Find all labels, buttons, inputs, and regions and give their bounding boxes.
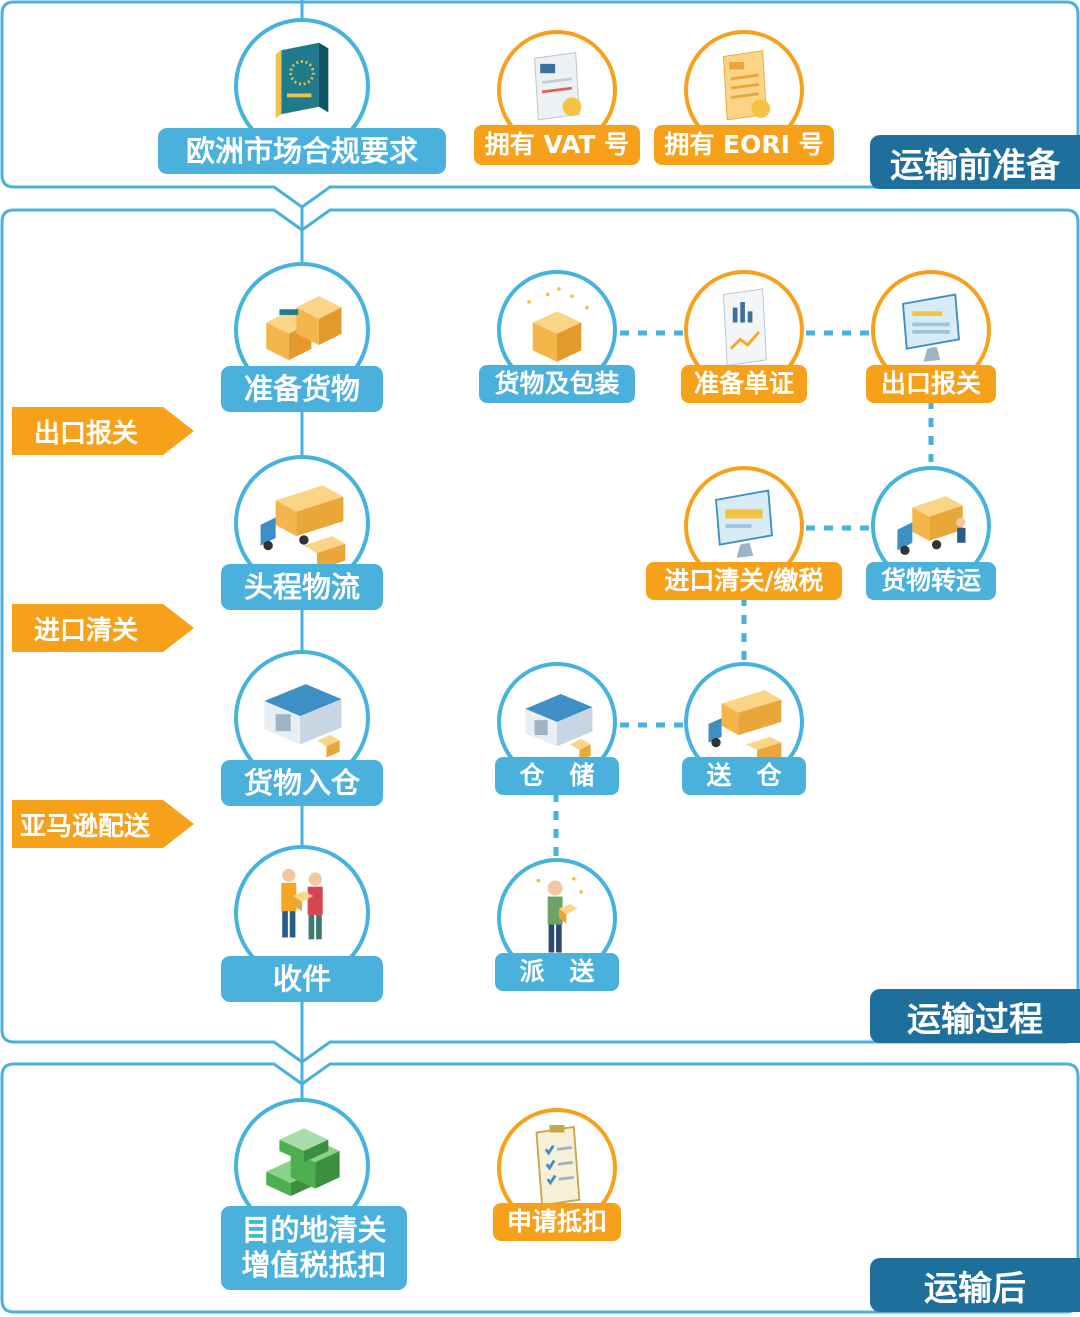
step-first-leg: 头程物流 [221,564,383,610]
arrow-amazon-delivery: 亚马逊配送 [12,800,194,848]
step-eu-compliance: 欧洲市场合规要求 [158,128,446,174]
money-stack-icon [266,1128,340,1197]
req-vat-number: 拥有 VAT 号 [474,125,640,165]
flow-export-customs: 出口报关 [866,365,996,403]
monitor-icon [901,293,961,362]
truck-loading-icon [897,496,966,555]
flow-goods-packaging: 货物及包装 [479,365,635,403]
panel-before-title: 运输前准备 [870,135,1080,189]
flow-import-tax: 进口清关/缴税 [646,562,842,600]
eu-book-icon [275,42,329,119]
panel-after-title: 运输后 [870,1258,1080,1312]
step-destination-line2: 增值税抵扣 [241,1248,387,1282]
vat-document-icon [534,52,582,121]
step-destination-vat: 目的地清关 增值税抵扣 [221,1206,407,1290]
flow-goods-transfer: 货物转运 [866,562,996,600]
courier-icon [536,876,584,953]
flow-prepare-docs: 准备单证 [681,365,807,403]
after-apply-deduction: 申请抵扣 [493,1203,621,1241]
step-destination-line1: 目的地清关 [241,1213,387,1248]
arrow-import-clearance: 进口清关 [12,604,194,652]
handover-icon [281,868,323,940]
trucks-icon [260,485,346,571]
panel-during-title: 运输过程 [870,989,1080,1043]
step-warehouse-in: 货物入仓 [221,760,383,806]
boxes-icon [266,296,342,361]
document-chart-icon [722,288,767,367]
clipboard-checklist-icon [535,1125,581,1207]
package-icon [527,287,589,362]
monitor-form-icon [714,489,774,558]
warehouse-icon [525,694,593,762]
step-receive: 收件 [221,956,383,1002]
warehouse-icon [264,684,342,758]
flow-storage: 仓 储 [495,757,619,795]
step-prepare-goods: 准备货物 [221,366,383,412]
eori-document-icon [722,50,771,121]
req-eori-number: 拥有 EORI 号 [654,125,834,165]
flow-to-warehouse: 送 仓 [682,757,806,795]
flow-delivery: 派 送 [495,953,619,991]
arrow-export-customs: 出口报关 [12,407,194,455]
